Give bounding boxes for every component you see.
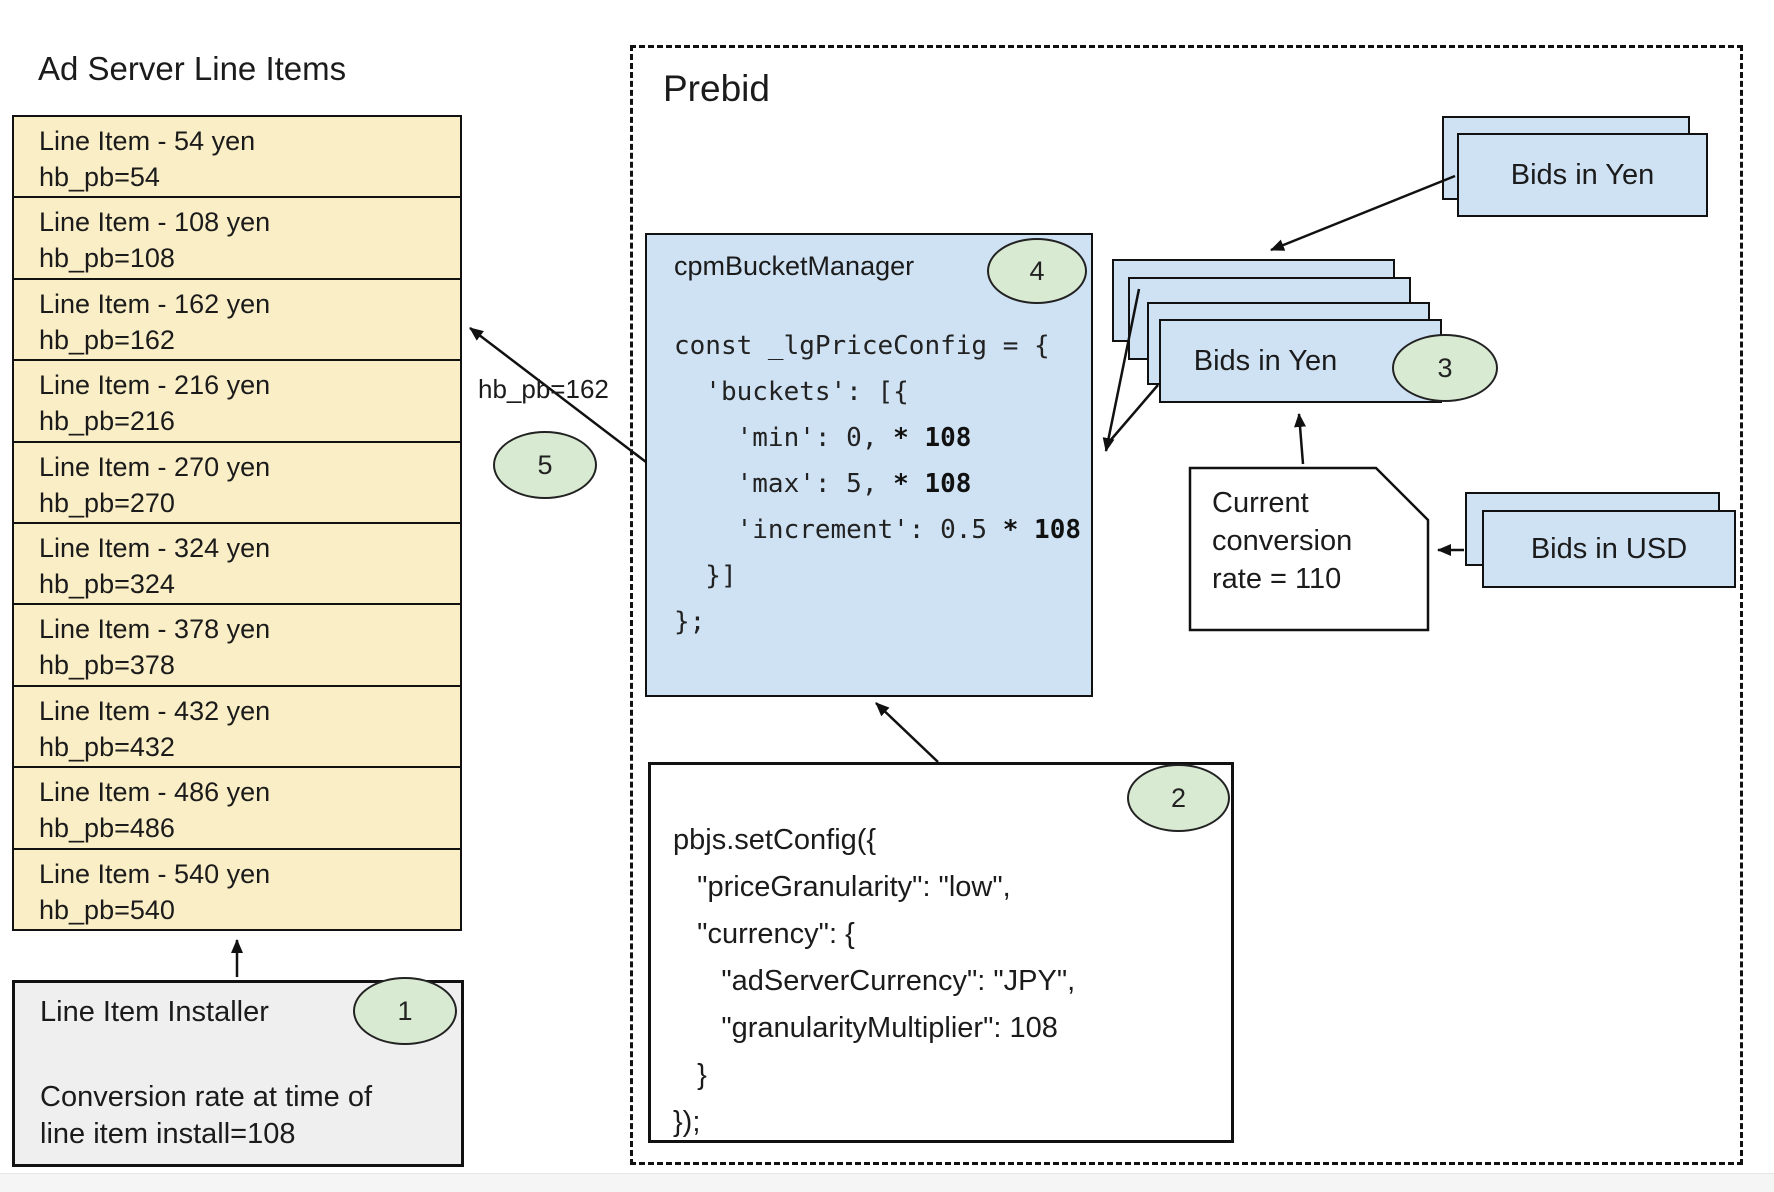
conversion-note-line: Current bbox=[1212, 487, 1309, 519]
line-item-label: Line Item - 54 yen bbox=[39, 126, 256, 156]
prebid-container bbox=[630, 45, 1743, 1165]
installer-note-line2: line item install=108 bbox=[40, 1118, 296, 1150]
line-item-key: hb_pb=540 bbox=[39, 894, 175, 925]
hb-pb-label: hb_pb=162 bbox=[478, 374, 609, 404]
code-line: "currency": { bbox=[673, 918, 855, 950]
line-item-key: hb_pb=432 bbox=[39, 731, 175, 762]
badge-1: 1 bbox=[353, 977, 457, 1045]
line-item-key: hb_pb=270 bbox=[39, 487, 175, 518]
line-item-key: hb_pb=54 bbox=[39, 162, 160, 192]
line-item-key: hb_pb=486 bbox=[39, 813, 175, 844]
line-item-row: Line Item - 108 yen hb_pb=108 bbox=[14, 198, 460, 280]
yen-incoming-front-card: Bids in Yen bbox=[1457, 133, 1708, 217]
installer-title: Line Item Installer bbox=[40, 996, 269, 1028]
code-line: } bbox=[673, 1059, 707, 1091]
line-item-row: Line Item - 432 yen hb_pb=432 bbox=[14, 687, 460, 769]
code-line: "granularityMultiplier": 108 bbox=[673, 1012, 1058, 1044]
badge-5: 5 bbox=[493, 431, 597, 499]
code-line: }] bbox=[674, 561, 737, 591]
line-item-key: hb_pb=108 bbox=[39, 243, 175, 274]
pbjs-setconfig-code: pbjs.setConfig({ "priceGranularity": "lo… bbox=[673, 817, 1075, 1146]
line-item-label: Line Item - 378 yen bbox=[39, 614, 271, 645]
badge-4: 4 bbox=[987, 238, 1087, 304]
line-item-label: Line Item - 270 yen bbox=[39, 451, 271, 482]
line-item-row: Line Item - 540 yen hb_pb=540 bbox=[14, 850, 460, 929]
prebid-title: Prebid bbox=[663, 68, 770, 109]
code-line: const _lgPriceConfig = { bbox=[674, 331, 1050, 361]
code-line: 'buckets': [{ bbox=[674, 377, 909, 407]
installer-note: Conversion rate at time of line item ins… bbox=[40, 1079, 372, 1153]
conversion-note-text: Current conversion rate = 110 bbox=[1212, 484, 1352, 598]
pbjs-setconfig-box: pbjs.setConfig({ "priceGranularity": "lo… bbox=[648, 762, 1234, 1143]
usd-front-card: Bids in USD bbox=[1482, 510, 1736, 588]
yen-incoming-label: Bids in Yen bbox=[1510, 158, 1655, 191]
line-item-row: Line Item - 324 yen hb_pb=324 bbox=[14, 524, 460, 606]
installer-note-line1: Conversion rate at time of bbox=[40, 1081, 373, 1113]
cpm-bucket-manager-code: const _lgPriceConfig = { 'buckets': [{ '… bbox=[674, 323, 1081, 645]
conversion-note-line: conversion bbox=[1212, 525, 1353, 557]
code-line: 'min': 0, * 108 bbox=[674, 423, 972, 453]
line-item-key: hb_pb=162 bbox=[39, 324, 175, 355]
line-item-label: Line Item - 216 yen bbox=[39, 370, 271, 401]
badge-3: 3 bbox=[1392, 334, 1498, 402]
code-line: 'max': 5, * 108 bbox=[674, 469, 972, 499]
line-item-label: Line Item - 108 yen bbox=[39, 207, 271, 238]
line-item-key: hb_pb=216 bbox=[39, 406, 175, 437]
code-line: }); bbox=[673, 1106, 701, 1138]
cpm-bucket-manager-title: cpmBucketManager bbox=[674, 251, 915, 281]
line-item-label: Line Item - 486 yen bbox=[39, 777, 271, 808]
line-item-label: Line Item - 324 yen bbox=[39, 533, 271, 564]
yen-stack-label: Bids in Yen bbox=[1193, 344, 1338, 377]
code-line: pbjs.setConfig({ bbox=[673, 824, 877, 856]
line-item-key: hb_pb=324 bbox=[39, 569, 175, 600]
bottom-strip bbox=[0, 1173, 1774, 1192]
cpm-bucket-manager-box: cpmBucketManager const _lgPriceConfig = … bbox=[645, 233, 1093, 697]
conversion-note-line: rate = 110 bbox=[1212, 563, 1342, 595]
line-item-row: Line Item - 54 yen hb_pb=54 bbox=[14, 117, 460, 199]
line-item-row: Line Item - 216 yen hb_pb=216 bbox=[14, 361, 460, 443]
code-line: "priceGranularity": "low", bbox=[673, 871, 1011, 903]
line-items-table: Line Item - 54 yen hb_pb=54 Line Item - … bbox=[12, 115, 462, 931]
badge-2: 2 bbox=[1127, 764, 1230, 832]
line-item-label: Line Item - 540 yen bbox=[39, 858, 271, 889]
line-item-label: Line Item - 162 yen bbox=[39, 288, 271, 319]
code-line: "adServerCurrency": "JPY", bbox=[673, 965, 1076, 997]
line-item-row: Line Item - 486 yen hb_pb=486 bbox=[14, 768, 460, 850]
code-line: 'increment': 0.5 * 108 bbox=[674, 515, 1082, 545]
line-item-row: Line Item - 162 yen hb_pb=162 bbox=[14, 280, 460, 362]
ad-server-title: Ad Server Line Items bbox=[38, 50, 347, 87]
line-item-key: hb_pb=378 bbox=[39, 650, 175, 681]
line-item-row: Line Item - 378 yen hb_pb=378 bbox=[14, 605, 460, 687]
line-item-row: Line Item - 270 yen hb_pb=270 bbox=[14, 443, 460, 525]
line-item-label: Line Item - 432 yen bbox=[39, 695, 271, 726]
usd-label: Bids in USD bbox=[1530, 532, 1688, 565]
code-line: }; bbox=[674, 607, 706, 637]
